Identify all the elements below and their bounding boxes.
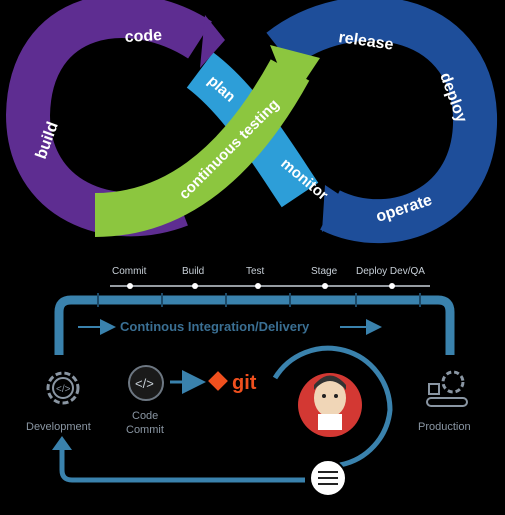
jenkins-ring — [272, 345, 393, 468]
stage-label: Deploy Dev/QA — [356, 266, 425, 277]
production-label: Production — [418, 421, 471, 433]
svg-text:</>: </> — [135, 376, 154, 391]
stage-dot — [389, 283, 395, 289]
code-commit-label-line2: Commit — [126, 424, 164, 436]
loop-arrow-purple — [200, 15, 225, 68]
git-node: git — [208, 371, 257, 394]
code-commit-icon — [128, 365, 164, 401]
git-diamond-icon — [208, 371, 228, 391]
loop-arrow-blue — [322, 185, 355, 232]
conveyor-gear-icon — [426, 370, 468, 407]
stage-dot — [192, 283, 198, 289]
pipeline-frame: Continous Integration/Delivery — [54, 293, 455, 355]
git-label: git — [232, 372, 257, 394]
code-commit-node: </> Code Commit — [126, 365, 206, 436]
return-pipe — [59, 448, 305, 483]
loop-arrow-green — [270, 45, 320, 100]
production-node: Production — [418, 370, 471, 433]
stage-dot — [127, 283, 133, 289]
stage-label: Test — [246, 266, 265, 277]
loop-segment-continuous-testing — [94, 59, 310, 237]
ci-label: Continous Integration/Delivery — [120, 319, 310, 334]
loop-label-code: code — [124, 27, 162, 46]
return-arrow-head — [52, 436, 72, 450]
development-node: </> Development — [26, 371, 91, 433]
infinity-loop: code build plan continuous testing relea… — [5, 0, 497, 244]
svg-text:</>: </> — [56, 384, 71, 395]
stage-timeline: Commit Build Test Stage Deploy Dev/QA — [110, 266, 430, 289]
code-commit-label-line1: Code — [132, 410, 158, 422]
loop-segment-release-deploy-operate — [266, 0, 497, 244]
stage-label: Build — [182, 266, 204, 277]
stage-dot — [255, 283, 261, 289]
gear-code-icon: </> — [46, 371, 80, 405]
return-loop — [52, 436, 347, 497]
pipeline-pipe — [54, 295, 455, 355]
development-label: Development — [26, 421, 91, 433]
stage-label: Stage — [311, 266, 338, 277]
stage-label: Commit — [112, 266, 147, 277]
stage-dot — [322, 283, 328, 289]
jenkins-node — [272, 345, 393, 468]
